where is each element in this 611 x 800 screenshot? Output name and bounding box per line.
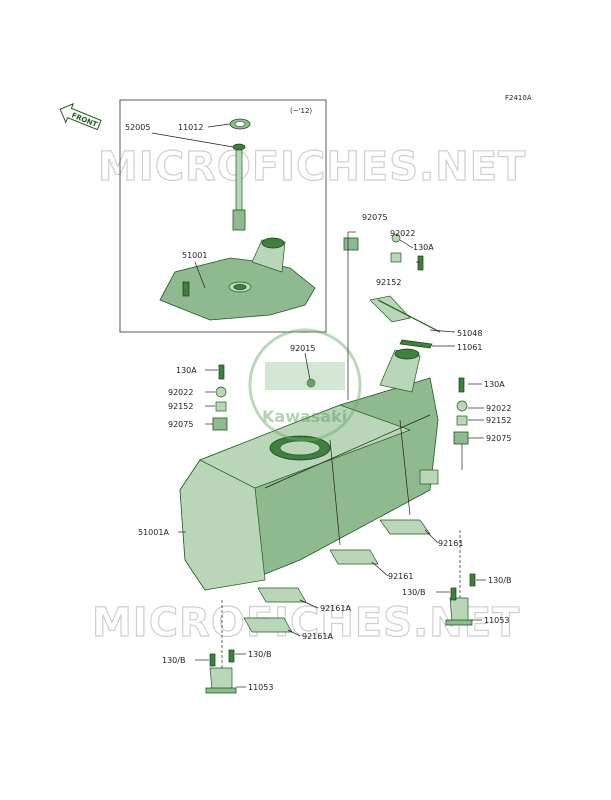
label-92161-a: 92161 [438, 539, 463, 548]
logo-text: Kawasaki [262, 407, 347, 426]
label-130b-l1: 130/B [162, 656, 185, 665]
hose-51048-icon [377, 299, 441, 333]
bolt-130a-right-icon [458, 377, 465, 393]
label-92152-right: 92152 [486, 416, 511, 425]
label-92161a-b: 92161A [302, 632, 333, 641]
bracket-right-icon [445, 597, 473, 626]
label-51048: 51048 [457, 329, 482, 338]
bolt-130b-l1-icon [209, 653, 216, 667]
label-92022-left: 92022 [168, 388, 193, 397]
label-92161a-a: 92161A [320, 604, 351, 613]
pad-92161a-b-icon [243, 617, 293, 633]
label-11012: 11012 [178, 123, 203, 132]
label-51001: 51001 [182, 251, 207, 260]
label-130b-r2: 130/B [402, 588, 425, 597]
label-92015: 92015 [290, 344, 315, 353]
fuel-cap-icon [229, 118, 251, 130]
bolt-130b-r1-icon [469, 573, 476, 587]
washer-92022-right-icon [456, 400, 468, 412]
watermark-top: MICROFICHES.NET [98, 144, 526, 190]
bolt-130b-r2-icon [450, 587, 457, 601]
grommet-92075-top-icon [343, 237, 359, 251]
grommet-92075-right-icon [453, 431, 469, 445]
label-92152-top: 92152 [376, 278, 401, 287]
label-92022-right: 92022 [486, 404, 511, 413]
label-92152-left: 92152 [168, 402, 193, 411]
pad-92161-b-icon [329, 549, 379, 565]
fuel-tank-main-icon [179, 348, 439, 591]
label-92161-b: 92161 [388, 572, 413, 581]
clamp-11061-icon [399, 339, 433, 349]
inset-box [119, 99, 327, 333]
washer-92022-left-icon [215, 386, 227, 398]
fuel-gauge-icon [232, 143, 246, 231]
bracket-left-icon [205, 667, 237, 694]
label-130a-right: 130A [484, 380, 505, 389]
label-11053-left: 11053 [248, 683, 273, 692]
kawasaki-logo: Kawasaki [248, 328, 362, 442]
collar-92152-right-icon [456, 415, 468, 426]
grommet-92075-left-icon [212, 417, 228, 431]
pad-92161a-a-icon [257, 587, 307, 603]
label-130b-l2: 130/B [248, 650, 271, 659]
diagram-code: F2410A [505, 94, 532, 102]
front-arrow-icon: FRONT [59, 102, 102, 131]
label-11053-right: 11053 [484, 616, 509, 625]
label-130b-r1: 130/B [488, 576, 511, 585]
label-52005: 52005 [125, 123, 150, 132]
collar-92152-left-icon [215, 401, 227, 412]
inset-tank-icon [159, 237, 316, 321]
label-92022-top: 92022 [390, 229, 415, 238]
bolt-130a-top-icon [417, 255, 424, 271]
label-92075-left: 92075 [168, 420, 193, 429]
label-130a-top: 130A [413, 243, 434, 252]
fitting-92015-icon [306, 378, 316, 388]
washer-92022-top-icon [391, 233, 401, 243]
label-51001a: 51001A [138, 528, 169, 537]
label-92075-top: 92075 [362, 213, 387, 222]
pad-92161-a-icon [379, 519, 431, 535]
cover-51048-icon [369, 295, 411, 323]
inset-note: (~'12) [290, 107, 312, 115]
label-11061: 11061 [457, 343, 482, 352]
bolt-130a-left-icon [218, 364, 225, 380]
collar-92152-top-icon [390, 252, 402, 263]
label-130a-left: 130A [176, 366, 197, 375]
bolt-130b-l2-icon [228, 649, 235, 663]
label-92075-right: 92075 [486, 434, 511, 443]
